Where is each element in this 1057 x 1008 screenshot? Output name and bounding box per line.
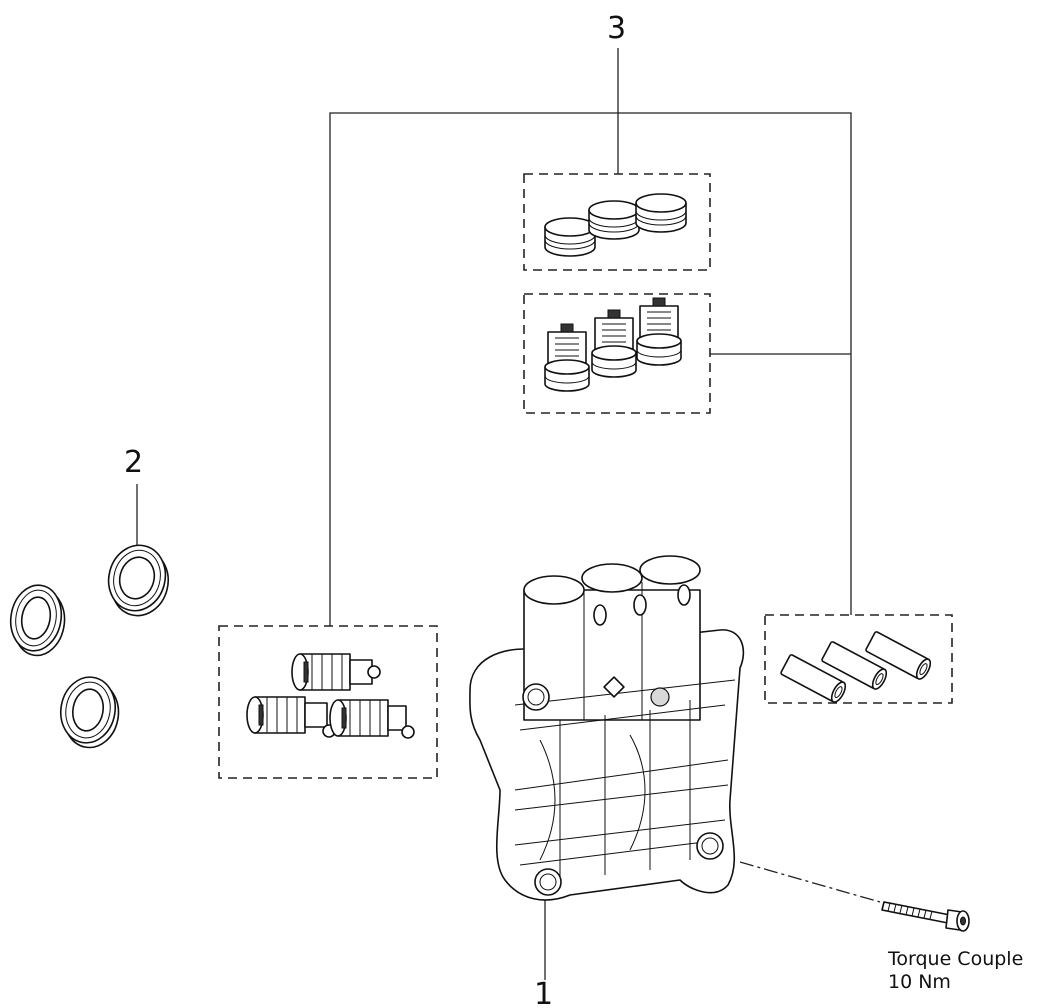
- kit-box-seals: [523, 173, 711, 271]
- torque-note-line1: Torque Couple: [887, 948, 1023, 970]
- kit-box-check-valves: [523, 293, 711, 414]
- pistons-icon: [780, 631, 932, 703]
- pump-head-manifold-icon: [469, 555, 745, 901]
- valve-cartridges-icon: [246, 653, 415, 739]
- seal-rings-icon: [9, 544, 169, 749]
- leader-lines: [136, 48, 881, 980]
- callout-3-label: 3: [607, 11, 626, 46]
- check-valves-icon: [544, 297, 682, 392]
- callout-1-label: 1: [534, 977, 553, 1008]
- seal-disks-icon: [544, 193, 687, 257]
- kit-box-valve-cartridges: [218, 625, 438, 779]
- kit-box-pistons: [764, 614, 953, 704]
- torque-note-line2: 10 Nm: [888, 971, 951, 993]
- bolt-icon: [881, 901, 970, 932]
- callout-2-label: 2: [124, 445, 143, 480]
